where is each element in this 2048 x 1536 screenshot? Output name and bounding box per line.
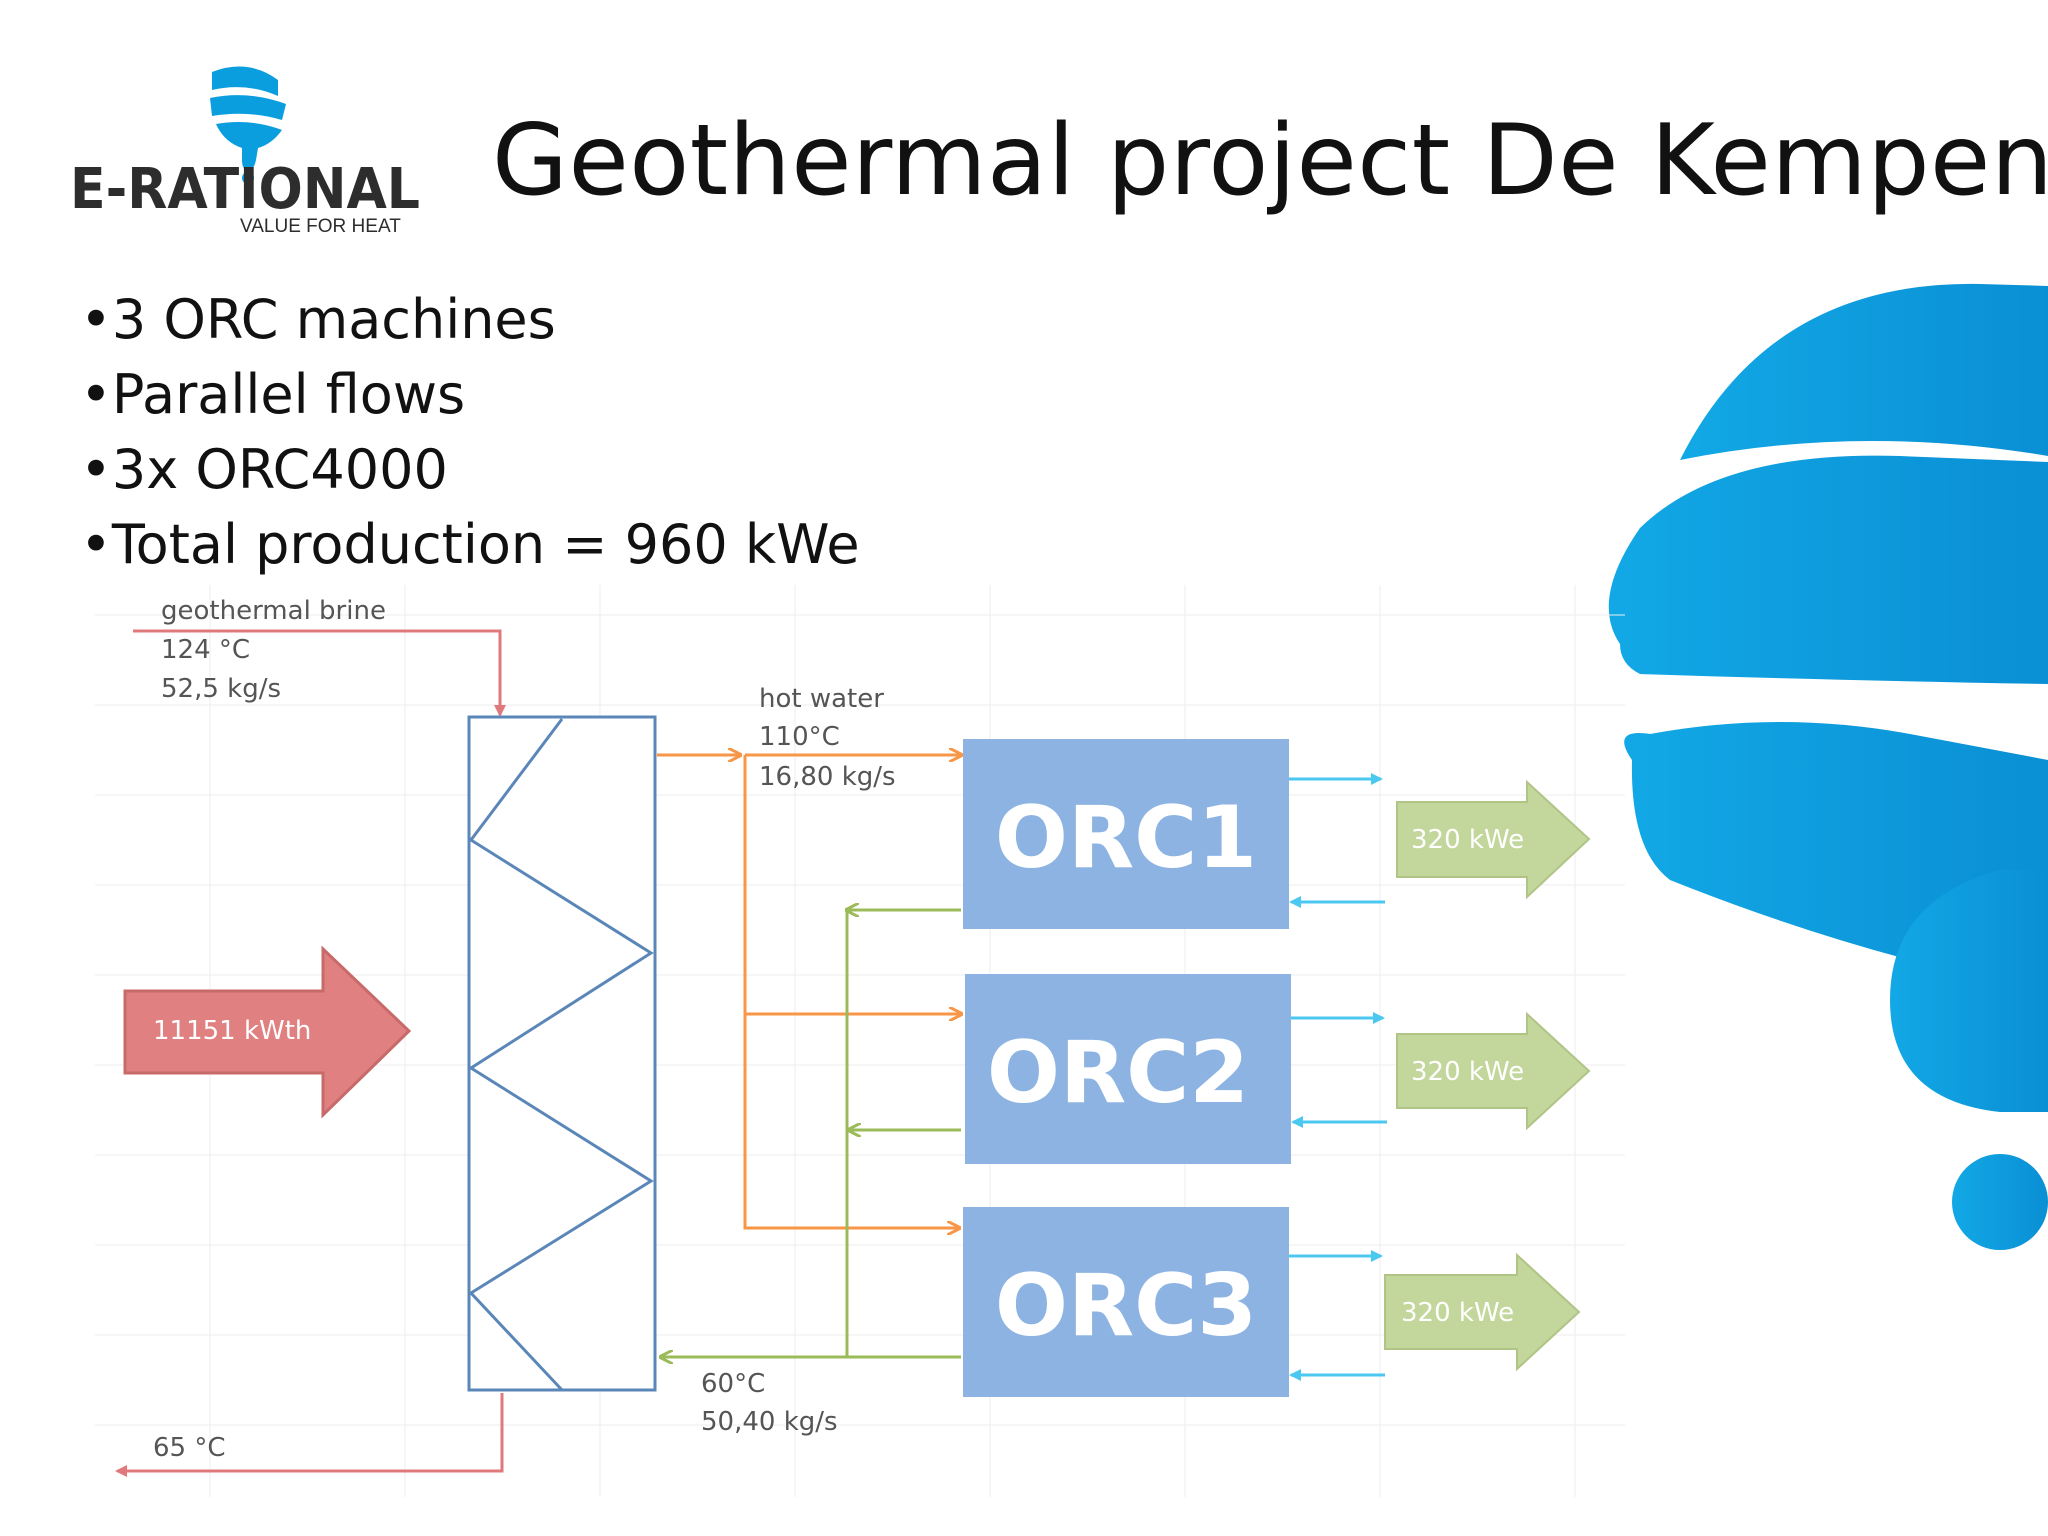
heat-exchanger [467,715,657,1392]
hot-water-supply-lines [657,755,961,1228]
grid-background [95,585,1625,1497]
orc1-output-label: 320 kWe [1411,825,1524,855]
bullet-item: 3x ORC4000 [80,432,860,507]
brine-inlet-line [133,629,506,717]
return-temp-label: 60°C [701,1369,765,1399]
orc1-label: ORC1 [995,788,1257,888]
heat-input-label: 11151 kWth [153,1016,311,1046]
orc-process-diagram: geothermal brine 124 °C 52,5 kg/s 65 °C … [95,585,1625,1497]
logo-tagline-text: VALUE FOR HEAT [240,216,401,237]
bullet-list: 3 ORC machines Parallel flows 3x ORC4000… [80,282,860,582]
orc2-output-label: 320 kWe [1411,1057,1524,1087]
return-flow-label: 50,40 kg/s [701,1407,838,1437]
orc3-label: ORC3 [995,1256,1257,1356]
brine-temp-label: 124 °C [161,635,250,665]
e-rational-logo: E-RATIONAL VALUE FOR HEAT [70,66,420,237]
decorative-droplet-graphic [1608,283,2048,1250]
heat-input-arrow: 11151 kWth [123,945,412,1119]
droplet-logo-icon [210,66,286,184]
brine-label: geothermal brine [161,596,386,626]
logo-brand-text: E-RATIONAL [70,157,420,222]
bullet-item: 3 ORC machines [80,282,860,357]
orc1-unit: ORC1 320 kWe [963,739,1591,929]
orc3-output-label: 320 kWe [1401,1298,1514,1328]
hot-water-flow-label: 16,80 kg/s [759,762,896,792]
outlet-temp-label: 65 °C [153,1433,226,1463]
hot-water-temp-label: 110°C [759,722,840,752]
orc3-unit: ORC3 320 kWe [963,1207,1581,1397]
slide-title: Geothermal project De Kempen [492,104,2048,218]
brine-flow-label: 52,5 kg/s [161,674,281,704]
bullet-item: Parallel flows [80,357,860,432]
return-water-lines [661,910,961,1357]
orc2-label: ORC2 [987,1023,1249,1123]
brine-outlet-line [115,1393,504,1477]
orc2-unit: ORC2 320 kWe [965,974,1591,1164]
bullet-item: Total production = 960 kWe [80,507,860,582]
hot-water-label: hot water [759,684,884,714]
